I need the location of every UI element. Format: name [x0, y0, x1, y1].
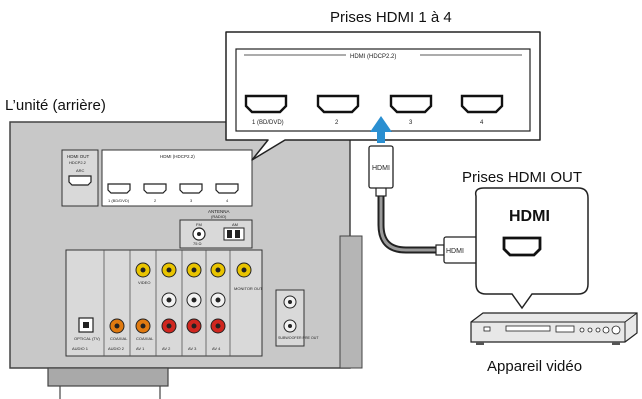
rca-jack-white [186, 292, 202, 308]
panel-hdmi-out-label: HDMI OUT [67, 154, 89, 159]
callout-hdmi-port-2: 2 [316, 94, 360, 126]
group-label: AV 1 [136, 346, 145, 351]
panel-hdmi-port-2: 2 [143, 183, 167, 203]
arrow-up-icon [370, 116, 392, 143]
monitor-out-label: MONITOR OUT [234, 286, 263, 291]
panel-hdmi-port-3: 3 [179, 183, 203, 203]
hdmi-port-icon [244, 94, 288, 114]
player-button-icon [595, 327, 601, 333]
subwoofer-label: SUBWOOFER PRE OUT [278, 336, 319, 340]
player-button-icon [602, 326, 610, 334]
panel-port-label: 3 [190, 198, 193, 203]
group-label: AV 3 [188, 346, 197, 351]
video-label: VIDEO [138, 280, 150, 285]
hdmi-port-icon [316, 94, 360, 114]
disc-tray-icon [505, 325, 551, 332]
panel-hdmi-out-port-icon [68, 175, 92, 186]
panel-side [339, 235, 363, 369]
group-label: AUDIO 2 [108, 346, 125, 351]
am-label: AM [232, 222, 238, 227]
panel-hdmi-header: HDMI (HDCP2.2) [160, 154, 195, 159]
callout-hdmi-port-4: 4 [460, 94, 504, 126]
player-button-icon [587, 327, 593, 333]
hdmi-port-icon [107, 183, 131, 194]
hdmi-out-callout: HDMI [474, 187, 589, 310]
subwoofer-jack [283, 295, 297, 309]
hdmi-out-box-label: HDMI [509, 208, 550, 225]
rca-jack-yellow [236, 262, 252, 278]
cable-strain-relief [435, 244, 445, 256]
player-body [470, 312, 638, 343]
rca-jack-yellow [186, 262, 202, 278]
coaxial-jack-orange [135, 318, 151, 334]
hdmi-port-icon [215, 183, 239, 194]
antenna-sub: (RADIO) [211, 214, 227, 219]
group-label: AV 2 [162, 346, 171, 351]
rca-jack-white [161, 292, 177, 308]
hdmi-in-callout: HDMI (HDCP2.2) 1 (BD/DVD) 2 3 4 [225, 31, 541, 161]
rca-jack-yellow [210, 262, 226, 278]
coaxial-label-1: COAXIAL [110, 336, 128, 341]
callout-port-label: 4 [480, 120, 484, 126]
subwoofer-jack [283, 319, 297, 333]
cable-plug-label-v: HDMI [372, 165, 390, 172]
player-button-icon [611, 325, 621, 335]
panel-foot [47, 367, 169, 387]
hdmi-port-icon [179, 183, 203, 194]
hdmi-out-port-icon [502, 236, 542, 257]
optical-label: OPTICAL (TV) [74, 336, 101, 341]
video-device [470, 312, 638, 345]
power-indicator [483, 326, 491, 332]
hdmi-plug-vertical [368, 145, 394, 189]
rca-jack-white [210, 292, 226, 308]
panel-hdmi-in-box [101, 149, 253, 207]
group-label: AUDIO 1 [72, 346, 89, 351]
fm-label: FM [196, 222, 202, 227]
rca-jack-red [186, 318, 202, 334]
tuner-label: 75 Ω [193, 241, 202, 246]
hdmi-port-icon [389, 94, 433, 114]
callout-hdmi-port-1: 1 (BD/DVD) [244, 94, 288, 126]
panel-port-label: 1 (BD/DVD) [108, 198, 130, 203]
callout-port-label: 2 [335, 120, 339, 126]
hdmi-in-title: Prises HDMI 1 à 4 [330, 9, 452, 26]
hdmi-port-icon [460, 94, 504, 114]
rca-jack-yellow [161, 262, 177, 278]
coaxial-jack-orange [109, 318, 125, 334]
antenna-label: ANTENNA [208, 209, 230, 214]
hdmi-cable: HDMI HDMI [368, 145, 479, 264]
unit-rear-label: L’unité (arrière) [5, 97, 106, 114]
video-device-label: Appareil vidéo [487, 358, 582, 375]
callout-inner-box [235, 48, 531, 132]
display-icon [555, 325, 575, 333]
panel-port-label: 2 [154, 198, 157, 203]
rca-jack-red [161, 318, 177, 334]
player-button-icon [579, 327, 585, 333]
panel-hdmi-out-sub: HDCP2.2 [69, 160, 87, 165]
receiver-rear-panel: HDMI OUT HDCP2.2 ARC HDMI (HDCP2.2) 1 (B… [9, 121, 363, 399]
rca-jack-red [210, 318, 226, 334]
callout-port-label: 1 (BD/DVD) [252, 120, 284, 126]
panel-hdmi-out-arc: ARC [76, 168, 85, 173]
panel-hdmi-port-1: 1 (BD/DVD) [107, 183, 131, 203]
hdmi-port-icon [143, 183, 167, 194]
group-label: AV 4 [212, 346, 221, 351]
coaxial-label-2: COAXIAL [136, 336, 154, 341]
cable-plug-label-h: HDMI [446, 248, 464, 255]
rca-jack-yellow [135, 262, 151, 278]
callout-hdmi-header: HDMI (HDCP2.2) [350, 54, 396, 60]
callout-port-label: 3 [409, 120, 413, 126]
panel-hdmi-port-4: 4 [215, 183, 239, 203]
callout-hdmi-port-3: 3 [389, 94, 433, 126]
panel-port-label: 4 [226, 198, 229, 203]
hdmi-out-title: Prises HDMI OUT [462, 169, 582, 186]
